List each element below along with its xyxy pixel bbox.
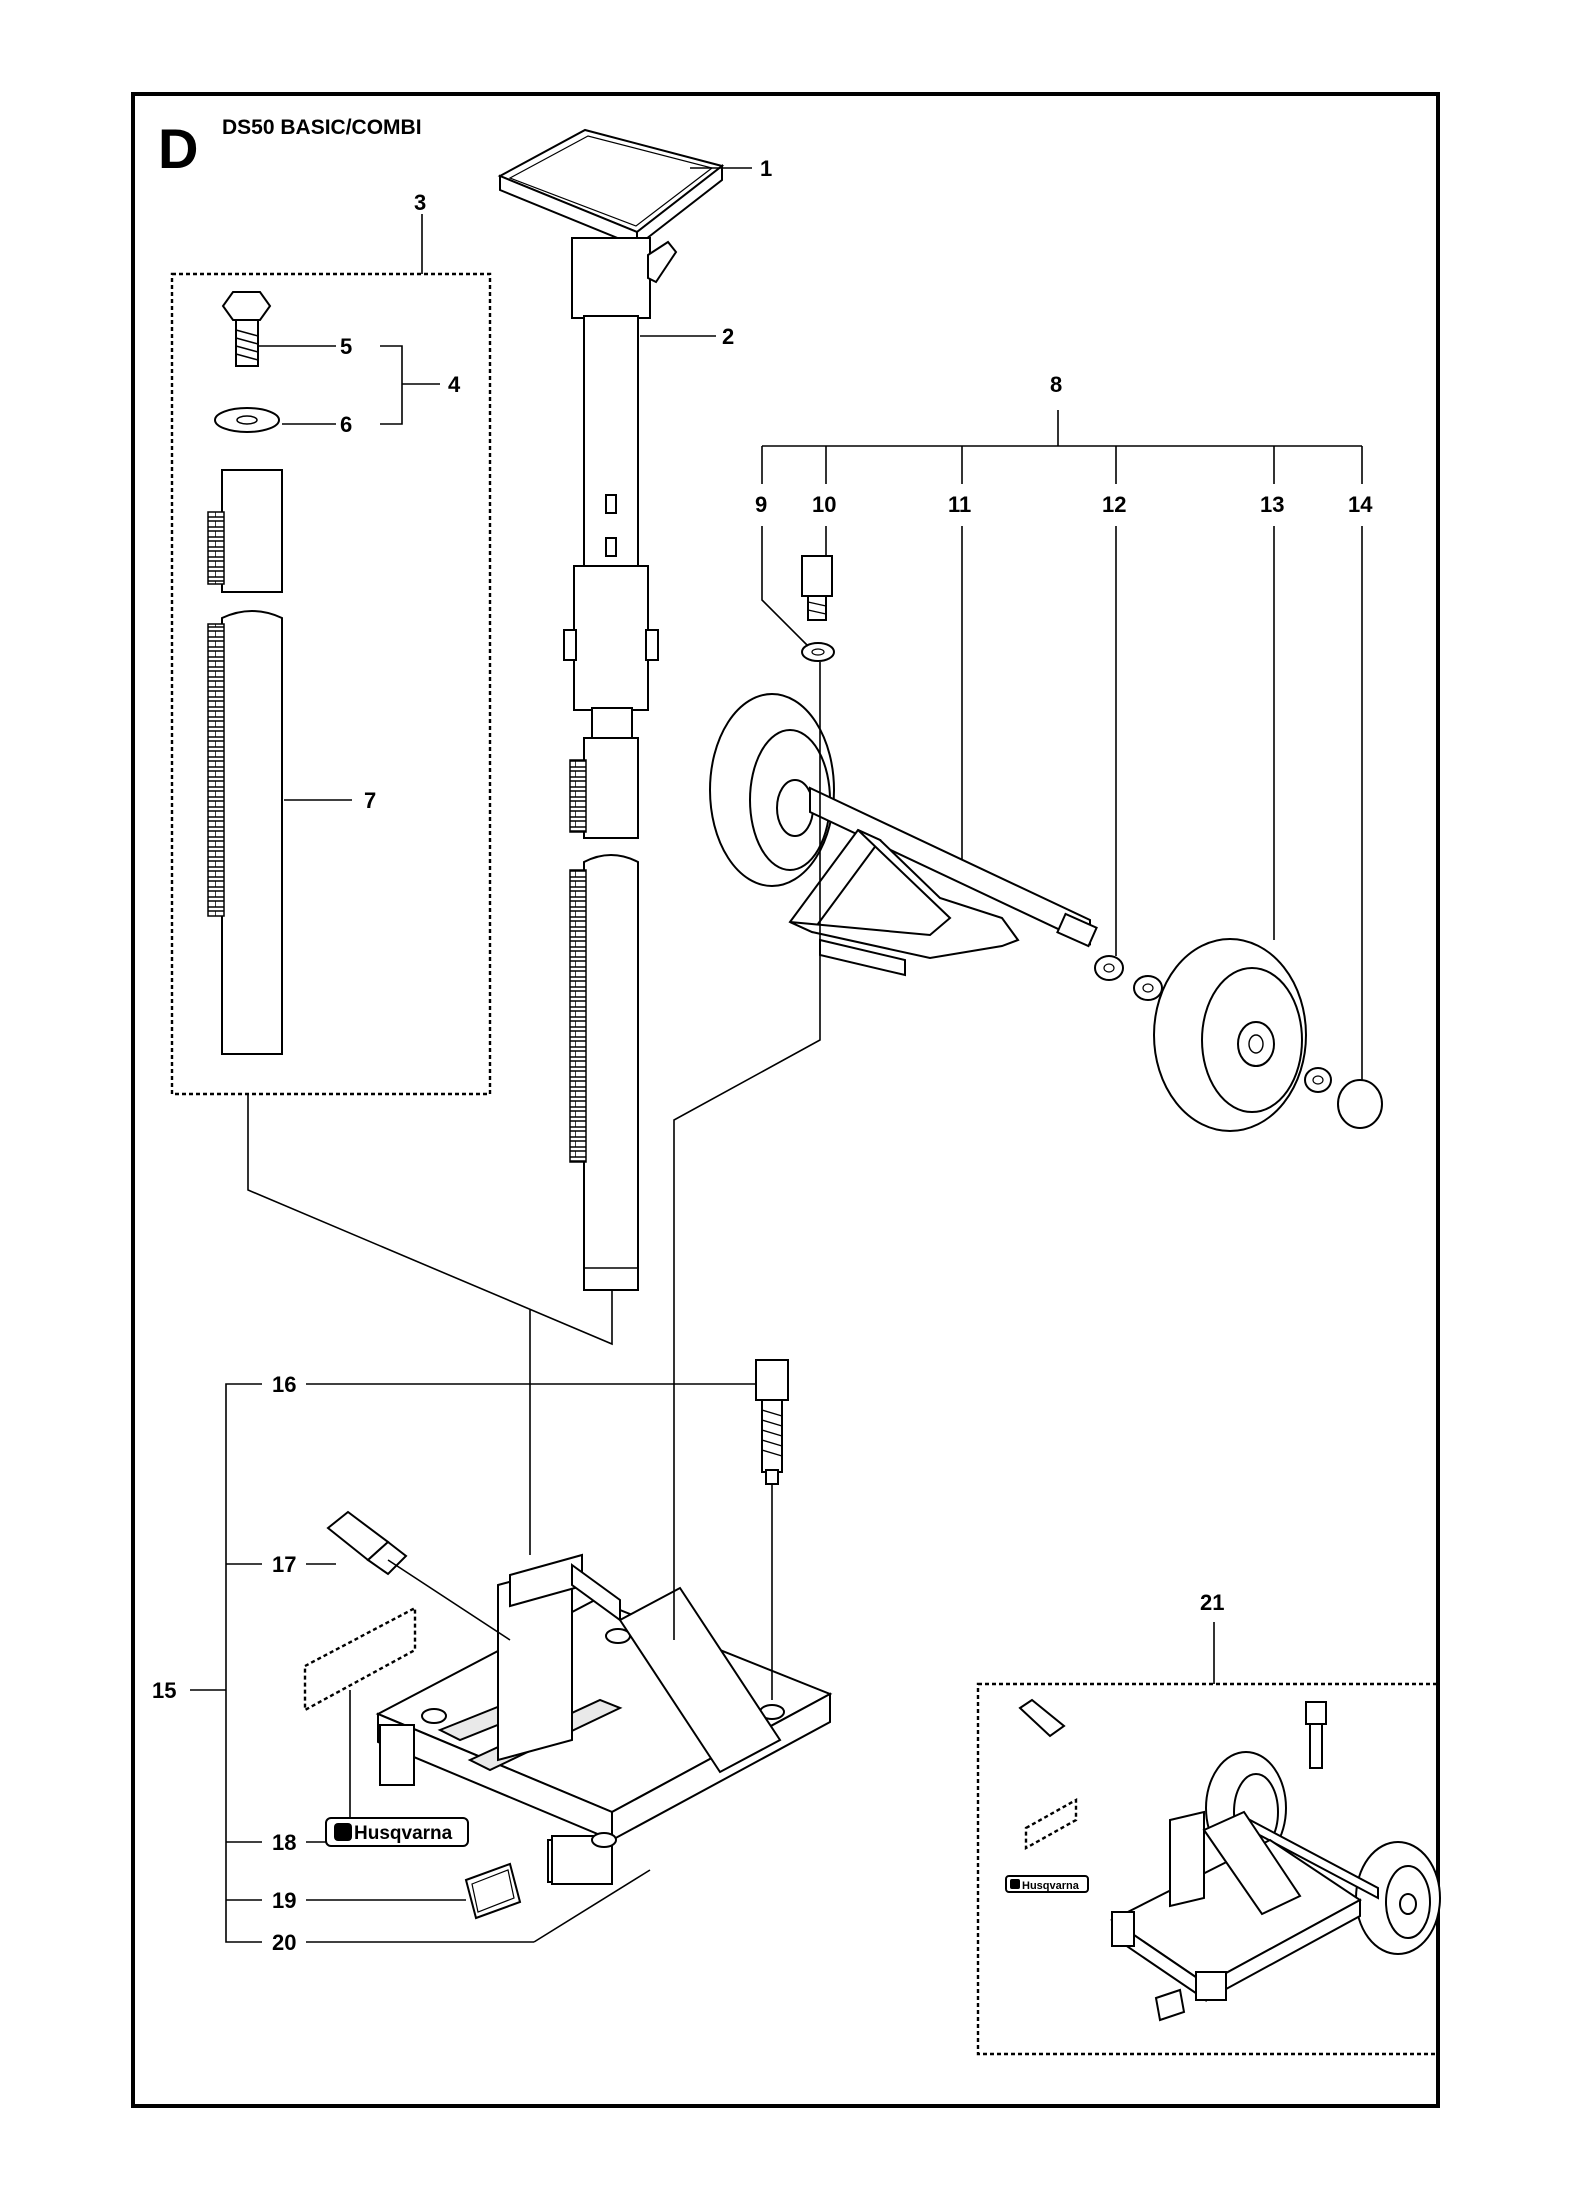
top-plate — [497, 128, 725, 249]
callout-2: 2 — [722, 324, 734, 349]
leader-lines — [190, 167, 1363, 1943]
callout-3: 3 — [414, 190, 426, 215]
callout-17: 17 — [272, 1552, 296, 1577]
callout-11: 11 — [948, 492, 971, 517]
husqvarna-label: Husqvarna — [325, 1817, 469, 1847]
callout-8: 8 — [1050, 372, 1062, 397]
callout-18: 18 — [272, 1830, 296, 1855]
callout-5: 5 — [340, 334, 352, 359]
column-tube — [563, 315, 659, 1291]
group-3-box — [170, 272, 492, 1096]
brand-name: Husqvarna — [354, 1823, 453, 1844]
assembled-stand: Husqvarna — [1005, 1698, 1441, 2022]
callout-20: 20 — [272, 1930, 296, 1955]
group-21-box — [976, 1682, 1440, 2056]
page-frame — [131, 92, 1440, 2108]
callout-16: 16 — [272, 1372, 296, 1397]
callout-21: 21 — [1200, 1590, 1224, 1615]
diagram-title: DS50 BASIC/COMBI — [222, 116, 422, 139]
callout-10: 10 — [812, 492, 836, 517]
callout-labels: 1 2 3 4 5 6 7 8 9 10 11 12 13 14 15 16 1… — [152, 156, 1373, 1955]
base-frame — [303, 1359, 833, 1920]
callout-7: 7 — [364, 788, 376, 813]
section-letter: D — [158, 117, 198, 180]
callout-1: 1 — [760, 156, 772, 181]
column-head — [571, 237, 678, 319]
rack-column — [207, 291, 283, 1055]
brand-name-small: Husqvarna — [1022, 1880, 1080, 1892]
callout-14: 14 — [1348, 492, 1373, 517]
callout-4: 4 — [448, 372, 461, 397]
callout-6: 6 — [340, 412, 352, 437]
callout-12: 12 — [1102, 492, 1126, 517]
callout-13: 13 — [1260, 492, 1284, 517]
callout-15: 15 — [152, 1678, 176, 1703]
callout-9: 9 — [755, 492, 767, 517]
callout-19: 19 — [272, 1888, 296, 1913]
wheel-kit — [709, 555, 1383, 1132]
